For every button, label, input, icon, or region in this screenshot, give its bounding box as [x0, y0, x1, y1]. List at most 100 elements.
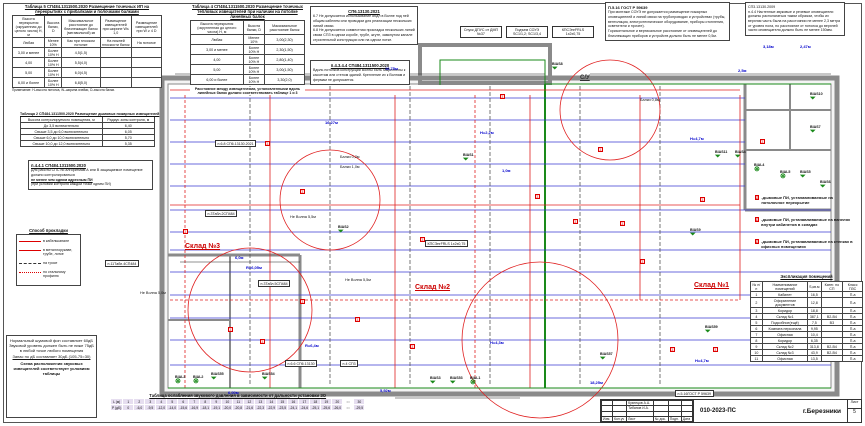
table-cell: 3,00 и менее — [11, 47, 46, 58]
table-cell — [820, 297, 844, 308]
table-cell: 6,8(5,0) — [61, 77, 101, 88]
smoke-detector-icon: Σ — [228, 327, 233, 332]
column-header: Катег. по СП — [820, 281, 844, 292]
sounder-icon: ⏷ — [820, 183, 826, 190]
building-walls — [159, 43, 840, 397]
room-label-sklad-1: Склад №1 — [694, 282, 730, 289]
smoke-detector-icon: Σ — [300, 299, 305, 304]
table-cell: Более 10% H — [44, 77, 63, 88]
callout: п.5.16ГОСТ Р 59639 — [675, 390, 714, 397]
table-cell: 6,0(4,5) — [61, 67, 101, 78]
height-label: Не Волна 5,0м — [140, 291, 166, 295]
device-label: BIAS9 — [690, 228, 701, 232]
beam-label: Балки 0,2м — [340, 155, 360, 159]
device-label: BIAS3 — [430, 376, 441, 380]
room-label-sklad-2: Склад №2 — [415, 284, 451, 291]
dim-label: 16,75м — [385, 66, 398, 71]
device-label: BIAS11 — [715, 150, 728, 154]
light-annunciator-icon: ⊗ — [780, 173, 786, 180]
detector-note-text: -дымовые ПИ, устанавливаемые на панелях … — [761, 217, 851, 227]
device-label: BIAS5 — [800, 170, 811, 174]
sounder-icon: ⏷ — [715, 153, 721, 160]
attenuation-cell: -20,0 — [221, 404, 234, 411]
table-5-note: Примечание: H–высота потолка, W–ширина я… — [12, 88, 116, 92]
detector-note-text: -дымовые ПИ, устанавливаемые на стенках … — [761, 239, 853, 249]
noise-line: Запас по дБ составляет 30дБ (105-75=30) — [12, 353, 91, 359]
smoke-detector: Σ — [500, 85, 505, 103]
attenuation-cell: -23,5 — [276, 404, 289, 411]
table-cell: 3,30(2,0) — [264, 74, 305, 85]
device-label: BIAS10 — [810, 92, 823, 96]
smoke-detector-icon: Σ — [355, 317, 360, 322]
legend-item: по стальному профилю — [19, 270, 78, 279]
legend-item: в кабельканале — [19, 239, 78, 244]
table-cell: 2,30(1,50) — [264, 44, 305, 55]
device: BIAL4⊗ — [754, 163, 764, 173]
attenuation-cell: -29,5 — [353, 404, 366, 411]
detector-note: Σ-дымовые ПИ, устанавливаемые на панелях… — [755, 217, 855, 227]
device-label: BIAS57 — [600, 352, 613, 356]
radius-label: R=6,05м — [246, 265, 262, 270]
device-label: BIAS7 — [810, 125, 821, 129]
dim-label: H=4,3м — [490, 340, 504, 345]
table-cell — [820, 355, 844, 362]
dim-label: H=4,7м — [695, 358, 709, 363]
title-block-cell: Подп. — [667, 415, 682, 423]
callout: п.6.6 СП6.13130 — [285, 360, 318, 367]
table-cell: Более 10% H — [44, 57, 63, 68]
ellipsis: :::: — [342, 404, 355, 411]
column-header: № п/п — [750, 281, 763, 292]
table-4: Таблица 4 СП484.1311500.2020 Размещение … — [190, 4, 305, 95]
smoke-detector-icon: Σ — [500, 94, 505, 99]
column-header: Высота балки, D — [44, 15, 63, 38]
column-header: Размещение извещателей при ширине W≤ 1,0 — [99, 15, 132, 38]
table-cell: Более 10% H — [242, 74, 266, 85]
attenuation-cell: -22,3 — [254, 404, 267, 411]
title-block-cell: Лист — [626, 415, 654, 423]
attenuation-row: P (дБ)0-6,0-9,5-12,0-14,0-15,6-16,9-18,1… — [109, 404, 366, 411]
table-cell: 2 — [750, 297, 763, 308]
sounder-icon: ⏷ — [705, 328, 711, 335]
table-cell: 2,80(1,40) — [264, 54, 305, 65]
sounder-icon: ⏷ — [463, 156, 469, 163]
table-4-grid: Высота перекрытия (округленная до целого… — [190, 20, 305, 85]
column-header: S,кв.м — [807, 281, 822, 292]
radius-label: R=6,4м — [305, 343, 319, 348]
table-cell — [99, 57, 132, 68]
table-cell: Офисная — [761, 355, 809, 362]
smoke-detector: Σ — [573, 210, 578, 228]
attenuation-cell: -9,5 — [144, 404, 157, 411]
explication-title: Экспликация помещений — [780, 274, 833, 279]
sp484-note-line: Вдоль потолков конструкции Волны быть за… — [313, 68, 406, 82]
detector-notes: Σ-дымовые ПИ, устанавливаемые на потолоч… — [755, 195, 855, 249]
dim-label: 1,0м — [502, 168, 511, 173]
box-441-line: Для работы СПС по алгоритмам А или В защ… — [31, 168, 143, 178]
fire-zones — [170, 59, 741, 419]
table-cell: 6,00 и более — [11, 77, 46, 88]
device: BIAS1⏷ — [463, 153, 474, 163]
title-block-cell: Изм. — [600, 415, 614, 423]
table-cell — [99, 77, 132, 88]
table-cell — [130, 47, 163, 58]
smoke-detector-icon: Σ — [265, 141, 270, 146]
attenuation-cell: -20,8 — [232, 404, 245, 411]
sp3-note-title: СП3.13130.2009 — [748, 5, 776, 9]
table-cell — [99, 47, 132, 58]
light-annunciator-icon: ⊗ — [193, 378, 199, 385]
table-cell: На потолке — [130, 37, 163, 48]
table-cell — [99, 67, 132, 78]
beam-label: Балки 0,8м — [640, 98, 660, 102]
table-cell: На нижней плоскости балок — [99, 37, 132, 48]
legend-label: на тросе — [43, 261, 58, 266]
table-cell: Любая — [11, 37, 46, 48]
smoke-detector: Σ — [420, 228, 425, 246]
attenuation-cell: -19,1 — [210, 404, 223, 411]
column-header: Высота перекрытия (округленная до целого… — [190, 20, 244, 35]
